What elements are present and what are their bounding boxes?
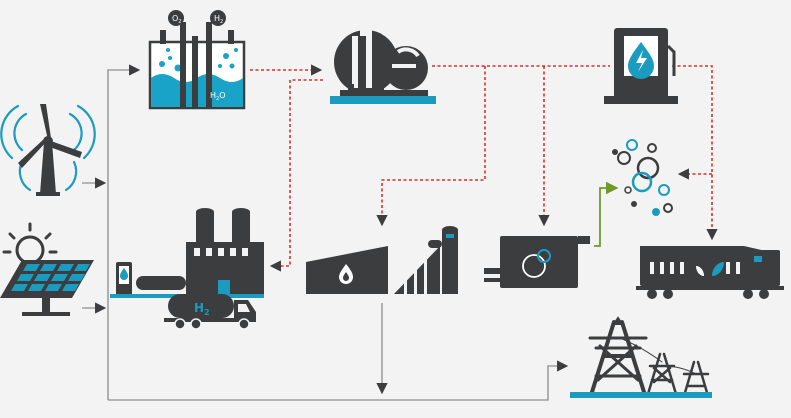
grid-ground-bar bbox=[570, 392, 712, 398]
tanker-truck-icon: H2 bbox=[164, 294, 256, 330]
solar-panel-icon bbox=[0, 222, 94, 316]
truck-h2-label: H2 bbox=[194, 301, 210, 317]
water-label: H2O bbox=[210, 91, 226, 102]
bubbles-icon bbox=[612, 139, 673, 216]
power-flow-lines bbox=[82, 64, 569, 401]
fuel-cell-icon bbox=[484, 236, 590, 288]
power-line-to-electrolyzer bbox=[107, 64, 141, 400]
h2-station-to-train bbox=[672, 65, 718, 241]
power-line-to-grid bbox=[108, 360, 569, 401]
factory-icon bbox=[110, 208, 264, 298]
hydrogen-flow-lines bbox=[250, 64, 718, 272]
fuelcell-to-bubbles-arrow bbox=[594, 181, 619, 247]
electrolyzer-icon: O2 H2 H2O bbox=[148, 10, 246, 110]
transmission-tower-icon bbox=[588, 316, 710, 398]
fuel-station-icon bbox=[604, 28, 678, 104]
o2-label: O2 bbox=[172, 14, 181, 25]
train-icon bbox=[636, 246, 784, 299]
h2-label: H2 bbox=[214, 14, 223, 25]
furnace-icon bbox=[306, 226, 458, 294]
h2-to-steel bbox=[376, 66, 486, 227]
storage-tanks-icon bbox=[330, 28, 436, 104]
h2-storage-to-industry bbox=[269, 79, 323, 272]
wind-turbine-icon bbox=[0, 104, 96, 196]
